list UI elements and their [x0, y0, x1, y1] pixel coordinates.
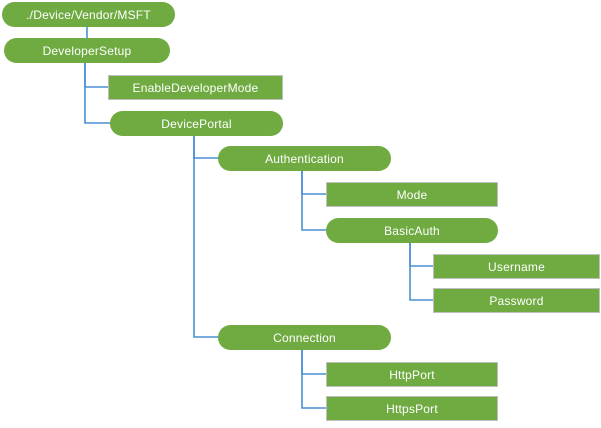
- connector-authentication-to-mode: [301, 171, 326, 195]
- tree-node-label: Connection: [273, 330, 336, 345]
- tree-node-label: Authentication: [265, 151, 344, 166]
- tree-node-httpsport[interactable]: HttpsPort: [326, 396, 498, 421]
- tree-node-username[interactable]: Username: [433, 254, 600, 279]
- tree-node-label: Password: [489, 293, 544, 308]
- tree-node-root[interactable]: ./Device/Vendor/MSFT: [2, 2, 175, 27]
- tree-node-password[interactable]: Password: [433, 288, 600, 313]
- connector-line: [193, 136, 220, 338]
- tree-node-httpport[interactable]: HttpPort: [326, 362, 498, 387]
- connector-line: [301, 350, 326, 409]
- connector-authentication-to-basicauth: [301, 171, 328, 231]
- connector-line: [301, 171, 328, 231]
- tree-node-deviceportal[interactable]: DevicePortal: [110, 111, 283, 136]
- tree-node-label: Mode: [396, 187, 428, 202]
- connector-line: [84, 63, 108, 88]
- connector-basicauth-to-username: [409, 243, 433, 267]
- tree-node-label: HttpPort: [389, 367, 435, 382]
- tree-node-connection[interactable]: Connection: [218, 325, 391, 350]
- connector-line: [301, 350, 326, 375]
- tree-node-developersetup[interactable]: DeveloperSetup: [4, 38, 170, 63]
- connector-basicauth-to-password: [409, 243, 433, 301]
- connector-deviceportal-to-connection: [193, 136, 220, 338]
- connector-deviceportal-to-authentication: [193, 136, 220, 159]
- tree-node-label: HttpsPort: [386, 401, 438, 416]
- connector-connection-to-httpport: [301, 350, 326, 375]
- tree-node-label: BasicAuth: [384, 223, 440, 238]
- tree-node-mode[interactable]: Mode: [326, 182, 498, 207]
- tree-node-label: Username: [488, 259, 545, 274]
- connector-line: [409, 243, 433, 267]
- tree-node-enabledevelopermode[interactable]: EnableDeveloperMode: [108, 75, 283, 100]
- connector-line: [301, 171, 326, 195]
- tree-node-authentication[interactable]: Authentication: [218, 146, 391, 171]
- tree-node-label: ./Device/Vendor/MSFT: [26, 7, 151, 22]
- connector-line: [193, 136, 220, 159]
- tree-node-basicauth[interactable]: BasicAuth: [326, 218, 498, 243]
- connector-line: [409, 243, 433, 301]
- connector-connection-to-httpsport: [301, 350, 326, 409]
- tree-node-label: DeveloperSetup: [42, 43, 132, 58]
- connector-developersetup-to-enabledevelopermode: [84, 63, 108, 88]
- tree-node-label: DevicePortal: [161, 116, 232, 131]
- tree-node-label: EnableDeveloperMode: [132, 80, 259, 95]
